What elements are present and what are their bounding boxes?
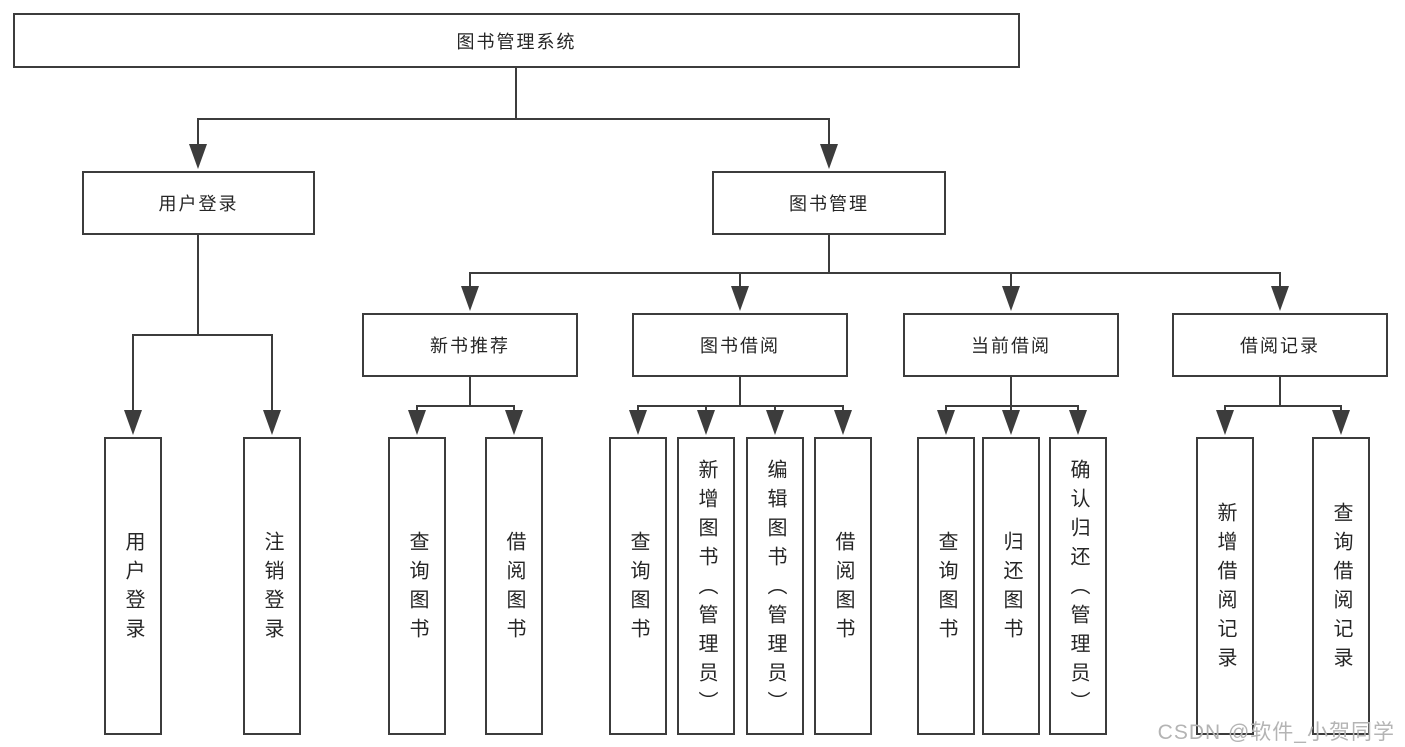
csdn-watermark: CSDN @软件_小贺同学 bbox=[1157, 721, 1395, 744]
leaf-user-login: 用户登录 bbox=[104, 437, 162, 735]
arrowhead-down-icon bbox=[1332, 410, 1350, 435]
node-system-root: 图书管理系统 bbox=[13, 13, 1020, 68]
arrowhead-down-icon bbox=[629, 410, 647, 435]
arrowhead-down-icon bbox=[697, 410, 715, 435]
connector-line bbox=[132, 335, 134, 415]
node-current-borrow: 当前借阅 bbox=[903, 313, 1119, 377]
connector-line bbox=[739, 273, 741, 291]
leaf-borrow-books: 借阅图书 bbox=[814, 437, 872, 735]
leaf-logout: 注销登录 bbox=[243, 437, 301, 735]
arrowhead-down-icon bbox=[1069, 410, 1087, 435]
node-borrow-records: 借阅记录 bbox=[1172, 313, 1388, 377]
connector-line bbox=[1010, 377, 1012, 407]
leaf-add-books-admin: 新增图书（管理员） bbox=[677, 437, 735, 735]
connector-line bbox=[132, 334, 273, 336]
connector-line bbox=[1279, 273, 1281, 291]
connector-line bbox=[469, 377, 471, 407]
leaf-query-borrow-record: 查询借阅记录 bbox=[1312, 437, 1370, 735]
connector-line bbox=[1010, 273, 1012, 291]
connector-line bbox=[416, 405, 515, 407]
arrowhead-down-icon bbox=[1002, 286, 1020, 311]
arrowhead-down-icon bbox=[263, 410, 281, 435]
arrowhead-down-icon bbox=[189, 144, 207, 169]
arrowhead-down-icon bbox=[408, 410, 426, 435]
leaf-borrow-books-recommend: 借阅图书 bbox=[485, 437, 543, 735]
leaf-edit-books-admin: 编辑图书（管理员） bbox=[746, 437, 804, 735]
connector-line bbox=[637, 405, 844, 407]
connector-line bbox=[197, 118, 830, 120]
connector-line bbox=[271, 335, 273, 415]
arrowhead-down-icon bbox=[124, 410, 142, 435]
leaf-return-books: 归还图书 bbox=[982, 437, 1040, 735]
connector-line bbox=[828, 119, 830, 149]
leaf-query-books-recommend: 查询图书 bbox=[388, 437, 446, 735]
leaf-confirm-return-admin: 确认归还（管理员） bbox=[1049, 437, 1107, 735]
leaf-add-borrow-record: 新增借阅记录 bbox=[1196, 437, 1254, 735]
connector-line bbox=[515, 68, 517, 120]
arrowhead-down-icon bbox=[505, 410, 523, 435]
leaf-query-books-current: 查询图书 bbox=[917, 437, 975, 735]
node-user-login: 用户登录 bbox=[82, 171, 315, 235]
connector-line bbox=[945, 405, 1079, 407]
arrowhead-down-icon bbox=[1216, 410, 1234, 435]
node-book-management: 图书管理 bbox=[712, 171, 946, 235]
connector-line bbox=[197, 235, 199, 336]
connector-line bbox=[1224, 405, 1342, 407]
arrowhead-down-icon bbox=[766, 410, 784, 435]
arrowhead-down-icon bbox=[1002, 410, 1020, 435]
arrowhead-down-icon bbox=[731, 286, 749, 311]
node-new-book-recommend: 新书推荐 bbox=[362, 313, 578, 377]
connector-line bbox=[469, 273, 471, 291]
connector-line bbox=[739, 377, 741, 407]
connector-line bbox=[828, 235, 830, 274]
connector-line bbox=[197, 119, 199, 149]
node-book-borrow: 图书借阅 bbox=[632, 313, 848, 377]
arrowhead-down-icon bbox=[820, 144, 838, 169]
arrowhead-down-icon bbox=[461, 286, 479, 311]
connector-line bbox=[469, 272, 1281, 274]
arrowhead-down-icon bbox=[1271, 286, 1289, 311]
arrowhead-down-icon bbox=[937, 410, 955, 435]
connector-line bbox=[1279, 377, 1281, 407]
arrowhead-down-icon bbox=[834, 410, 852, 435]
leaf-query-books-borrow: 查询图书 bbox=[609, 437, 667, 735]
